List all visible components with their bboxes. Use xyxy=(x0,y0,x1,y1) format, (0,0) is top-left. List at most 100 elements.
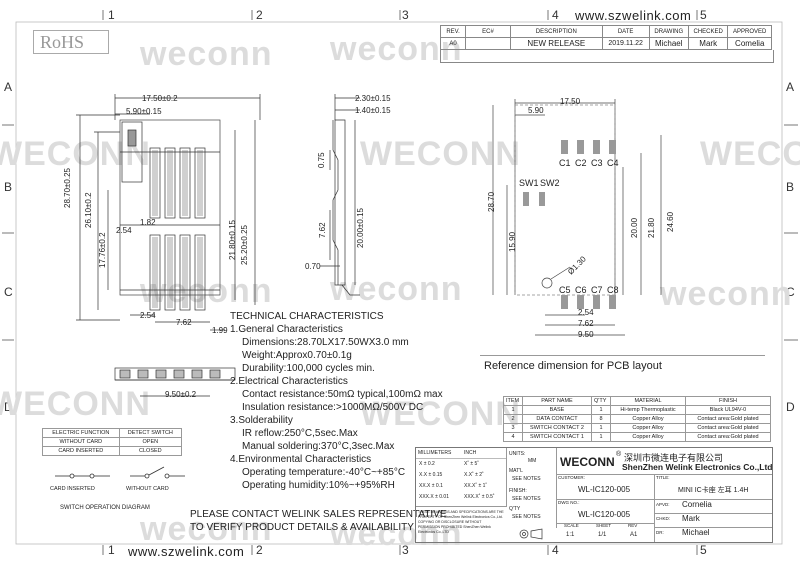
switch-state-label: CARD INSERTED xyxy=(50,486,95,492)
bom-header: MATERIAL xyxy=(610,396,686,406)
title-cell: TITLE: MINI IC卡座 左耳 1.4H xyxy=(654,474,772,500)
bom-table: ITEM PART NAME Q'TY MATERIAL FINISH 1 BA… xyxy=(503,396,771,442)
switch-label: SW1 xyxy=(519,178,539,188)
row-label: A xyxy=(4,80,13,94)
connector-top-view xyxy=(76,94,261,331)
title-block: MILLIMETERS INCH X ± 0.2 X˚ ± 5˚ X.X ± 0… xyxy=(415,447,773,543)
tol-header: INCH xyxy=(464,450,477,456)
tech-title: TECHNICAL CHARACTERISTICS xyxy=(230,311,384,322)
bom-cell: Hi-temp Thermoplastic xyxy=(610,405,686,415)
company-name-en: ShenZhen Welink Electronics Co.,Ltd xyxy=(622,462,773,472)
technical-characteristics: TECHNICAL CHARACTERISTICS 1.General Char… xyxy=(230,310,490,492)
property-notice: THESE DRAWINGS AND SPECIFICATIONS ARE TH… xyxy=(418,510,504,534)
watermark: WECONN xyxy=(0,385,151,423)
matl-value: SEE NOTES xyxy=(512,476,541,482)
tolerance-table: MILLIMETERS INCH X ± 0.2 X˚ ± 5˚ X.X ± 0… xyxy=(416,448,507,507)
finish-value: SEE NOTES xyxy=(512,496,541,502)
watermark: weconn xyxy=(330,515,463,553)
bom-row: 3 SWITCH CONTACT 2 1 Copper Alloy Contac… xyxy=(503,423,771,433)
website-url-top[interactable]: www.szwelink.com xyxy=(575,8,692,23)
dim-label: 1.99 xyxy=(212,326,228,335)
column-label: 2 xyxy=(256,8,263,22)
bom-cell: Copper Alloy xyxy=(610,423,686,433)
watermark: WECONN xyxy=(0,135,151,173)
dwg-cell: DWG NO.: WL-IC120-005 xyxy=(556,499,655,524)
tech-section: 1.General Characteristics xyxy=(230,324,343,335)
tol-cell: X.X˚ ± 2˚ xyxy=(464,472,484,478)
rohs-label: RoHS xyxy=(40,32,85,52)
switch-cell: WITHOUT CARD xyxy=(42,437,120,447)
tech-item: Contact resistance:50mΩ typical,100mΩ ma… xyxy=(242,389,443,400)
dim-label: 17.50 xyxy=(560,97,581,106)
pcb-layout xyxy=(492,99,662,336)
qty-label: Q'TY xyxy=(509,506,521,512)
bom-cell: Contact area:Gold plated xyxy=(685,432,771,442)
chkd-row: CHKD: Mark xyxy=(654,513,772,528)
contact-label: C3 xyxy=(591,158,603,168)
tol-header: MILLIMETERS xyxy=(418,450,452,456)
dim-label: 2.54 xyxy=(578,308,594,317)
dim-label: 2.30±0.15 xyxy=(355,94,391,103)
dim-label: 5.90±0.15 xyxy=(126,107,162,116)
tol-cell: XX.X ± 0.1 xyxy=(419,483,443,489)
tech-item: Operating humidity:10%~+95%RH xyxy=(242,480,395,491)
dim-label: 21.80 xyxy=(647,217,656,238)
rev-cell xyxy=(465,37,511,50)
dr-value: Michael xyxy=(682,528,710,537)
projection-symbol xyxy=(519,528,543,540)
bom-row: 2 DATA CONTACT 8 Copper Alloy Contact ar… xyxy=(503,414,771,424)
dwg-value: WL-IC120-005 xyxy=(578,510,631,519)
bom-row: 4 SWITCH CONTACT 1 1 Copper Alloy Contac… xyxy=(503,432,771,442)
switch-label: SW2 xyxy=(540,178,560,188)
website-url-bottom[interactable]: www.szwelink.com xyxy=(128,544,245,559)
switch-cell: CARD INSERTED xyxy=(42,446,120,456)
tol-cell: XXX.X˚ ± 0.5˚ xyxy=(464,494,495,500)
scale-row: SCALE SHEET REV 1:1 1/1 A1 xyxy=(556,523,655,542)
revision-row: A0 NEW RELEASE 2019.11.22 Michael Mark C… xyxy=(439,37,772,50)
dim-label: 21.80±0.15 xyxy=(228,220,237,260)
watermark: weconn xyxy=(140,510,273,548)
dwg-label: DWG NO.: xyxy=(558,500,580,505)
pcb-caption-rule xyxy=(480,355,765,356)
customer-value: WL-IC120-005 xyxy=(578,485,631,494)
bom-cell: 8 xyxy=(591,414,611,424)
rev-header: DESCRIPTION xyxy=(509,25,603,38)
chkd-label: CHKD: xyxy=(656,516,671,521)
scale-label: SCALE xyxy=(564,523,579,528)
revision-header-row: REV. EC# DESCRIPTION DATE DRAWING CHECKE… xyxy=(439,25,772,38)
tech-item: Operating temperature:-40°C~+85°C xyxy=(242,467,406,478)
switch-header: DETECT SWITCH xyxy=(118,428,183,438)
tol-cell: XX.X˚ ± 1˚ xyxy=(464,483,488,489)
switch-operation-diagram xyxy=(55,466,185,479)
dim-label: 5.90 xyxy=(528,106,544,115)
row-label: A xyxy=(786,80,795,94)
rev-label: REV xyxy=(628,523,638,528)
switch-row: CARD INSERTED CLOSED xyxy=(42,446,183,456)
contact-label: C6 xyxy=(575,285,587,295)
connector-side-view xyxy=(320,94,360,296)
dim-label: 7.62 xyxy=(578,319,594,328)
sales-notice-line: PLEASE CONTACT WELINK SALES REPRESENTATI… xyxy=(190,509,447,520)
column-label: 1 xyxy=(108,543,115,557)
bom-cell: Copper Alloy xyxy=(610,432,686,442)
title-label: TITLE: xyxy=(656,475,670,480)
watermark: weconn xyxy=(330,270,463,308)
rev-value: A1 xyxy=(630,532,638,538)
rev-header: CHECKED xyxy=(687,25,729,38)
contact-label: C1 xyxy=(559,158,571,168)
dr-label: DR: xyxy=(656,530,664,535)
dim-label: 1.82 xyxy=(140,218,156,227)
bom-header: FINISH xyxy=(685,396,771,406)
dr-row: DR: Michael xyxy=(654,527,772,542)
bom-header: Q'TY xyxy=(591,396,611,406)
contact-label: C8 xyxy=(607,285,619,295)
dim-label: 28.70 xyxy=(487,191,496,212)
sheet-value: 1/1 xyxy=(598,532,607,538)
sheet-label: SHEET xyxy=(596,523,612,528)
tech-item: Weight:Approx0.70±0.1g xyxy=(242,350,352,361)
apvd-row: APVD: Cornelia xyxy=(654,499,772,514)
rev-cell: A0 xyxy=(439,37,467,50)
bom-cell: 1 xyxy=(591,432,611,442)
dim-label: 15.90 xyxy=(508,231,517,252)
